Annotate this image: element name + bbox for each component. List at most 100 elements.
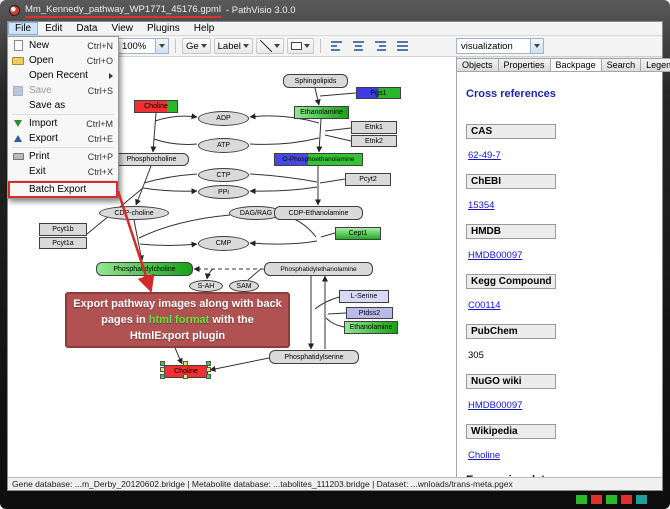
xref-name: ChEBI [466, 174, 556, 189]
node-sphingolipids[interactable]: Sphingolipids [283, 74, 348, 88]
node-ctp[interactable]: CTP [198, 168, 249, 182]
node-l-serine[interactable]: L-Serine [339, 290, 389, 303]
node-ethanolamine-top[interactable]: Ethanolamine [294, 106, 349, 119]
zoom-combobox[interactable]: 100% [116, 38, 169, 54]
pathway-canvas[interactable]: Sphingolipids Pgs1 Choline Ethanolamine … [8, 57, 456, 477]
xref-link[interactable]: 15354 [468, 200, 495, 211]
node-cdp-ethanolamine[interactable]: CDP-Ethanolamine [274, 206, 363, 220]
menu-edit[interactable]: Edit [45, 23, 63, 34]
tab-legend[interactable]: Legend [640, 58, 670, 72]
callout-line2: pages in html format with the [101, 314, 254, 326]
node-sah[interactable]: S-AH [189, 280, 223, 292]
node-etnk2[interactable]: Etnk2 [351, 135, 397, 147]
node-sam[interactable]: SAM [229, 280, 259, 292]
node-ethanolamine-bottom[interactable]: Ethanolamine [344, 321, 398, 334]
label-tool-button[interactable]: Label [213, 38, 253, 54]
align-right-button[interactable] [371, 38, 390, 54]
annotation-callout: Export pathway images along with back pa… [65, 292, 290, 348]
align-center-icon [352, 41, 364, 51]
node-etnk1[interactable]: Etnk1 [351, 121, 397, 134]
menu-item-save-as[interactable]: Save as [29, 100, 66, 111]
visualization-value: visualization [461, 40, 513, 52]
selection-handle[interactable] [160, 367, 165, 372]
label-tool-label: Label [217, 40, 241, 52]
node-phosphatidylserine[interactable]: Phosphatidylserine [269, 350, 359, 364]
node-pcyt1b[interactable]: Pcyt1b [39, 223, 87, 236]
menu-view[interactable]: View [111, 23, 133, 34]
tab-properties[interactable]: Properties [497, 58, 551, 72]
menu-file[interactable]: File [8, 22, 39, 35]
xref-section-pubchem: PubChem 305 [466, 324, 653, 363]
node-atp[interactable]: ATP [198, 138, 249, 153]
xref-name: HMDB [466, 224, 556, 239]
sidebar: Objects Properties Backpage Search Legen… [456, 57, 670, 477]
node-ptdss2[interactable]: Ptdss2 [346, 307, 393, 319]
selection-handle[interactable] [183, 361, 188, 366]
menu-item-batch-export[interactable]: Batch Export [8, 181, 118, 198]
selection-handle[interactable] [160, 361, 165, 366]
xref-link[interactable]: HMDB00097 [468, 250, 523, 261]
stack-vertical-button[interactable] [393, 38, 412, 54]
node-phosphatidylcholine[interactable]: Phosphatidylcholine [96, 262, 193, 276]
xref-link[interactable]: 62-49-7 [468, 150, 501, 161]
shape-tool-button[interactable] [286, 38, 314, 54]
zoom-dropdown-button[interactable] [154, 39, 168, 53]
backpage-panel: Cross references CAS 62-49-7 ChEBI 15354… [457, 71, 662, 477]
align-right-icon [374, 41, 386, 51]
node-pgs1[interactable]: Pgs1 [356, 87, 401, 99]
node-phosphatidylethanolamine[interactable]: Phosphatidylethanolamine [264, 262, 373, 276]
node-adp[interactable]: ADP [198, 111, 249, 126]
tab-objects[interactable]: Objects [456, 58, 499, 72]
selection-handle[interactable] [206, 367, 211, 372]
strip-box-green [605, 494, 618, 505]
menu-help[interactable]: Help [193, 23, 215, 34]
node-ppi[interactable]: PPi [198, 185, 249, 199]
xref-link[interactable]: HMDB00097 [468, 400, 523, 411]
node-choline-top[interactable]: Choline [134, 100, 178, 113]
visualization-dropdown-button[interactable] [530, 39, 543, 53]
xref-link[interactable]: Choline [468, 450, 501, 461]
node-o-phosphoethanolamine[interactable]: O-Phosphoethanolamine [274, 153, 363, 166]
strip-box-red [620, 494, 633, 505]
selection-handle[interactable] [206, 374, 211, 379]
toolbar: Zoom: 100% Ge Label visualization [8, 36, 662, 57]
node-cept1[interactable]: Cept1 [335, 227, 381, 240]
selection-handle[interactable] [183, 374, 188, 379]
node-phosphocholine[interactable]: Phosphocholine [114, 153, 189, 166]
selection-handle[interactable] [206, 361, 211, 366]
menu-item-open-recent[interactable]: Open Recent [9, 68, 117, 83]
node-pcyt2[interactable]: Pcyt2 [345, 173, 391, 186]
strip-box-red [590, 494, 603, 505]
align-left-button[interactable] [327, 38, 346, 54]
callout-line3: HtmlExport plugin [129, 330, 226, 342]
visualization-combobox[interactable]: visualization [456, 38, 544, 54]
toolbar-separator [174, 39, 176, 53]
xref-section-hmdb: HMDB HMDB00097 [466, 224, 653, 263]
menu-plugins[interactable]: Plugins [146, 23, 180, 34]
line-tool-button[interactable] [255, 38, 284, 54]
node-pcyt1a[interactable]: Pcyt1a [39, 237, 87, 249]
sidebar-tabs: Objects Properties Backpage Search Legen… [456, 57, 670, 72]
line-tool-icon [259, 40, 272, 52]
chevron-down-icon [303, 44, 310, 48]
menu-data[interactable]: Data [76, 23, 98, 34]
xref-name: Kegg Compound [466, 274, 556, 289]
tab-backpage[interactable]: Backpage [549, 58, 602, 72]
xref-link[interactable]: C00114 [468, 300, 501, 311]
datanode-tool-button[interactable]: Ge [181, 38, 211, 54]
align-center-button[interactable] [349, 38, 368, 54]
node-cmp[interactable]: CMP [198, 236, 249, 251]
xref-section-cas: CAS 62-49-7 [466, 124, 653, 163]
tab-search[interactable]: Search [600, 58, 642, 72]
node-cdp-choline[interactable]: CDP-choline [99, 206, 169, 220]
toolbar-separator [319, 39, 321, 53]
selection-handle[interactable] [160, 374, 165, 379]
